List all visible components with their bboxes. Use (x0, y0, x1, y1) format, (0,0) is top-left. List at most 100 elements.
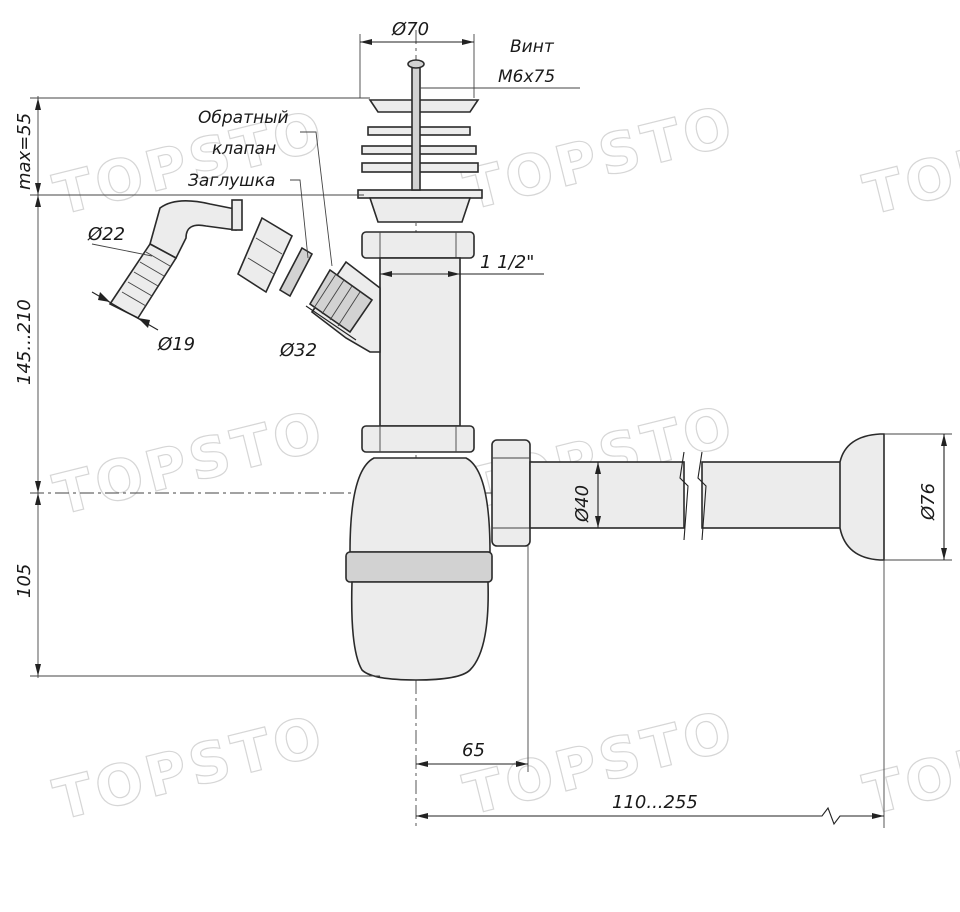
dim-110-255: 110...255 (416, 560, 885, 828)
watermark: TOPSTO (858, 699, 960, 829)
bottle-trap (345, 457, 493, 681)
elbow (149, 200, 241, 260)
hose-fitting (108, 199, 243, 320)
barb-ring (139, 261, 165, 277)
thread-line (337, 291, 361, 327)
barb-ring (121, 291, 147, 307)
arrow (516, 761, 528, 767)
arrow (380, 271, 392, 277)
dim-line (416, 806, 884, 826)
thread-line (329, 285, 353, 321)
dim-diameter-76-text: Ø76 (918, 483, 939, 521)
outlet-nut (491, 439, 531, 547)
plug-nut-edge (247, 257, 275, 275)
check-valve-label-2: клапан (212, 139, 276, 159)
dim-max-55-text: max=55 (14, 113, 35, 190)
plug-callout: Заглушка (188, 171, 309, 259)
grate-top (368, 99, 480, 113)
thread-line (313, 273, 337, 309)
arrow (416, 813, 428, 819)
dim-diameter-70: Ø70 (359, 19, 475, 98)
dim-65: 65 (416, 546, 529, 772)
barb-ring (145, 251, 171, 267)
barb-ring (127, 281, 153, 297)
hose-barb (108, 242, 178, 320)
arrow (595, 516, 601, 528)
bottle-ring (345, 551, 493, 583)
arrow (941, 548, 947, 560)
arrow (448, 271, 460, 277)
check-valve (278, 246, 314, 298)
dim-diameter-19: Ø19 (91, 291, 195, 355)
watermark: TOPSTO (48, 399, 332, 529)
screw-size: M6x75 (498, 67, 555, 87)
leader (300, 131, 333, 267)
dim-105: 105 (14, 493, 41, 676)
bottle-cup (350, 581, 489, 681)
nut-body (361, 425, 475, 453)
arrow (35, 493, 41, 505)
break-mark (697, 451, 707, 541)
check-valve-callout: Обратный клапан (198, 108, 333, 267)
dim-diameter-40: Ø40 (572, 462, 601, 528)
leader (290, 179, 309, 259)
dim-145-210-text: 145...210 (14, 299, 35, 385)
watermark: TOPSTO (458, 94, 742, 224)
arrow (462, 39, 474, 45)
arrow (941, 434, 947, 446)
outlet-pipe (491, 433, 885, 561)
thread-line (321, 279, 345, 315)
bottle-upper (349, 457, 491, 553)
middle-nut (361, 425, 475, 453)
vertical-tube (379, 257, 461, 427)
arrow (360, 39, 372, 45)
dim-105-text: 105 (14, 564, 35, 598)
dim-diameter-22: Ø22 (87, 224, 153, 257)
side-inlet (308, 260, 381, 353)
dim-145-210: 145...210 (14, 195, 41, 493)
arrow (416, 761, 428, 767)
check-valve-label-1: Обратный (198, 108, 289, 128)
pipe-segment (701, 461, 843, 529)
dim-diameter-76: Ø76 (884, 433, 952, 561)
dim-diameter-32-text: Ø32 (279, 340, 317, 361)
arrow (35, 664, 41, 676)
plug-nut-edge (255, 237, 283, 255)
watermark: TOPSTO (48, 704, 332, 834)
side-inlet-thread (308, 268, 374, 334)
plug-label: Заглушка (188, 171, 275, 191)
wall-adapter (839, 433, 885, 561)
arrow (138, 318, 150, 328)
arrow (872, 813, 884, 819)
arrow (35, 195, 41, 207)
nut-body (361, 231, 475, 259)
arrow (595, 462, 601, 474)
top-nut (361, 231, 475, 259)
arrow (35, 183, 41, 195)
leader (91, 243, 153, 257)
sink-flange (357, 189, 483, 199)
dim-line (305, 305, 357, 341)
dim-diameter-22-text: Ø22 (87, 224, 125, 245)
barb-ring (133, 271, 159, 287)
dim-thread-1-1-2: 1 1/2" (380, 252, 544, 277)
plug-nut (236, 216, 294, 294)
drain-outlet (357, 59, 483, 223)
watermark: TOPSTO (858, 99, 960, 229)
arrow (98, 292, 110, 302)
dim-diameter-32: Ø32 (279, 305, 357, 361)
screw-callout: Винт M6x75 (420, 37, 580, 89)
pipe-segment (529, 461, 685, 529)
dim-110-255-text: 110...255 (612, 792, 698, 813)
dim-max-55: max=55 (14, 98, 41, 195)
dim-diameter-70-text: Ø70 (391, 19, 429, 40)
break-mark (679, 451, 689, 541)
dim-thread-text: 1 1/2" (480, 252, 534, 273)
screw-m6x75 (411, 61, 421, 191)
screw-head (407, 59, 425, 69)
arrow (35, 98, 41, 110)
outlet-body (368, 197, 472, 223)
dim-diameter-19-text: Ø19 (157, 334, 195, 355)
